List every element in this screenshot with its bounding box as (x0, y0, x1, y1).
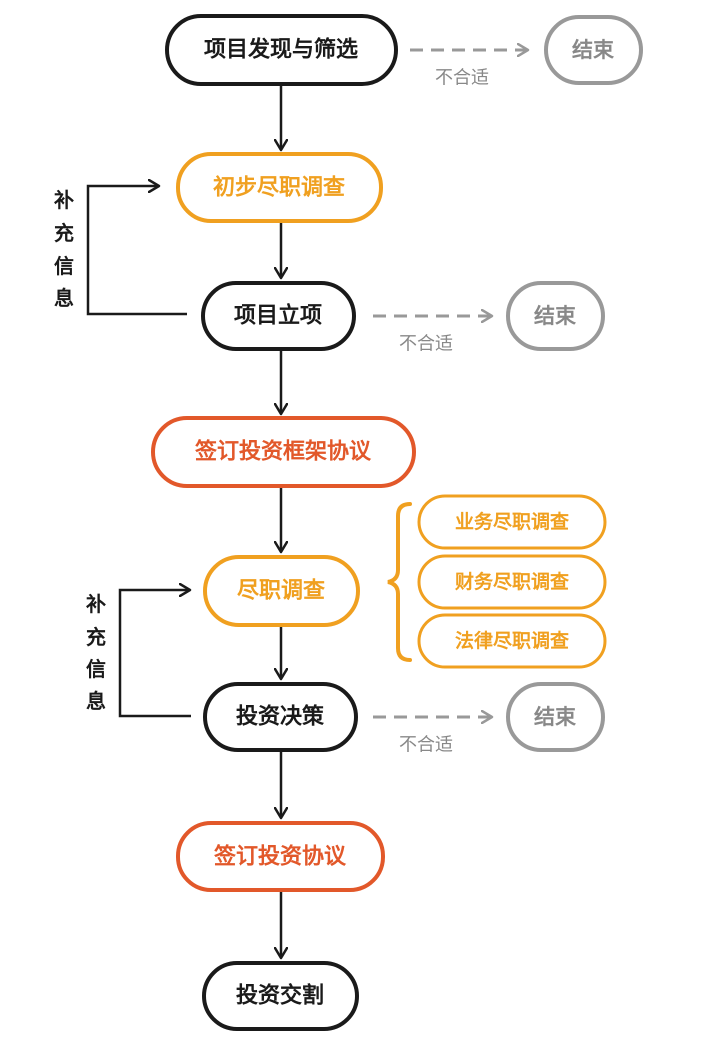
dd-items-brace (387, 502, 412, 662)
feedback-loop-1 (86, 186, 187, 316)
end-node-2: 结束 (506, 281, 605, 351)
dd-item-business-label: 业务尽职调查 (455, 510, 570, 533)
end-node-2-box (506, 281, 605, 351)
supplement-label-2-char: 息 (86, 689, 106, 713)
not-suitable-label-3: 不合适 (399, 735, 453, 756)
node-framework-agreement-label: 签订投资框架协议 (194, 439, 372, 465)
dd-item-business-box (417, 494, 607, 550)
supplement-label-1-char: 充 (54, 221, 74, 245)
end-node-3-label: 结束 (534, 705, 577, 729)
node-discovery: 项目发现与筛选 (165, 14, 398, 86)
node-delivery-label: 投资交割 (236, 983, 324, 1009)
node-approval-label: 项目立项 (234, 303, 322, 329)
end-node-1-label: 结束 (572, 38, 615, 62)
supplement-label-2-char: 信 (86, 657, 106, 681)
end-node-3-box (506, 682, 605, 752)
node-framework-agreement: 签订投资框架协议 (151, 416, 416, 488)
end-node-3: 结束 (506, 682, 605, 752)
supplement-label-1: 补 充 信 息 (53, 188, 74, 310)
node-preliminary-dd-label: 初步尽职调查 (213, 175, 345, 201)
supplement-label-1-char: 补 (53, 188, 74, 212)
dd-item-legal-box (417, 613, 607, 669)
node-due-diligence-label: 尽职调查 (237, 579, 325, 604)
node-preliminary-dd: 初步尽职调查 (176, 152, 383, 223)
supplement-label-1-char: 信 (54, 254, 74, 278)
not-suitable-label-1: 不合适 (435, 68, 489, 89)
node-discovery-box (165, 14, 398, 86)
end-node-1: 结束 (544, 15, 643, 85)
node-discovery-label: 项目发现与筛选 (204, 37, 358, 63)
node-due-diligence: 尽职调查 (203, 555, 360, 627)
dd-item-financial-label: 财务尽职调查 (455, 570, 570, 593)
node-delivery: 投资交割 (202, 961, 359, 1031)
dd-item-legal-label: 法律尽职调查 (455, 629, 570, 652)
node-decision: 投资决策 (203, 682, 358, 752)
node-preliminary-dd-box (176, 152, 383, 223)
node-due-diligence-box (203, 555, 360, 627)
supplement-label-2-char: 充 (86, 625, 106, 649)
node-delivery-box (202, 961, 359, 1031)
node-investment-agreement-box (176, 821, 385, 892)
dd-item-financial-box (417, 554, 607, 610)
node-framework-agreement-box (151, 416, 416, 488)
end-node-2-label: 结束 (534, 304, 577, 328)
supplement-label-2-char: 补 (85, 592, 106, 616)
dd-item-financial: 财务尽职调查 (417, 554, 607, 610)
feedback-loop-2 (118, 590, 191, 718)
supplement-label-2: 补 充 信 息 (85, 592, 106, 713)
not-suitable-label-2: 不合适 (399, 334, 453, 355)
node-decision-box (203, 682, 358, 752)
dd-item-legal: 法律尽职调查 (417, 613, 607, 669)
dd-item-business: 业务尽职调查 (417, 494, 607, 550)
node-decision-label: 投资决策 (236, 704, 325, 730)
end-node-1-box (544, 15, 643, 85)
node-approval: 项目立项 (201, 281, 356, 351)
node-investment-agreement: 签订投资协议 (176, 821, 385, 892)
node-approval-box (201, 281, 356, 351)
node-investment-agreement-label: 签订投资协议 (213, 844, 347, 870)
supplement-label-1-char: 息 (54, 286, 74, 310)
